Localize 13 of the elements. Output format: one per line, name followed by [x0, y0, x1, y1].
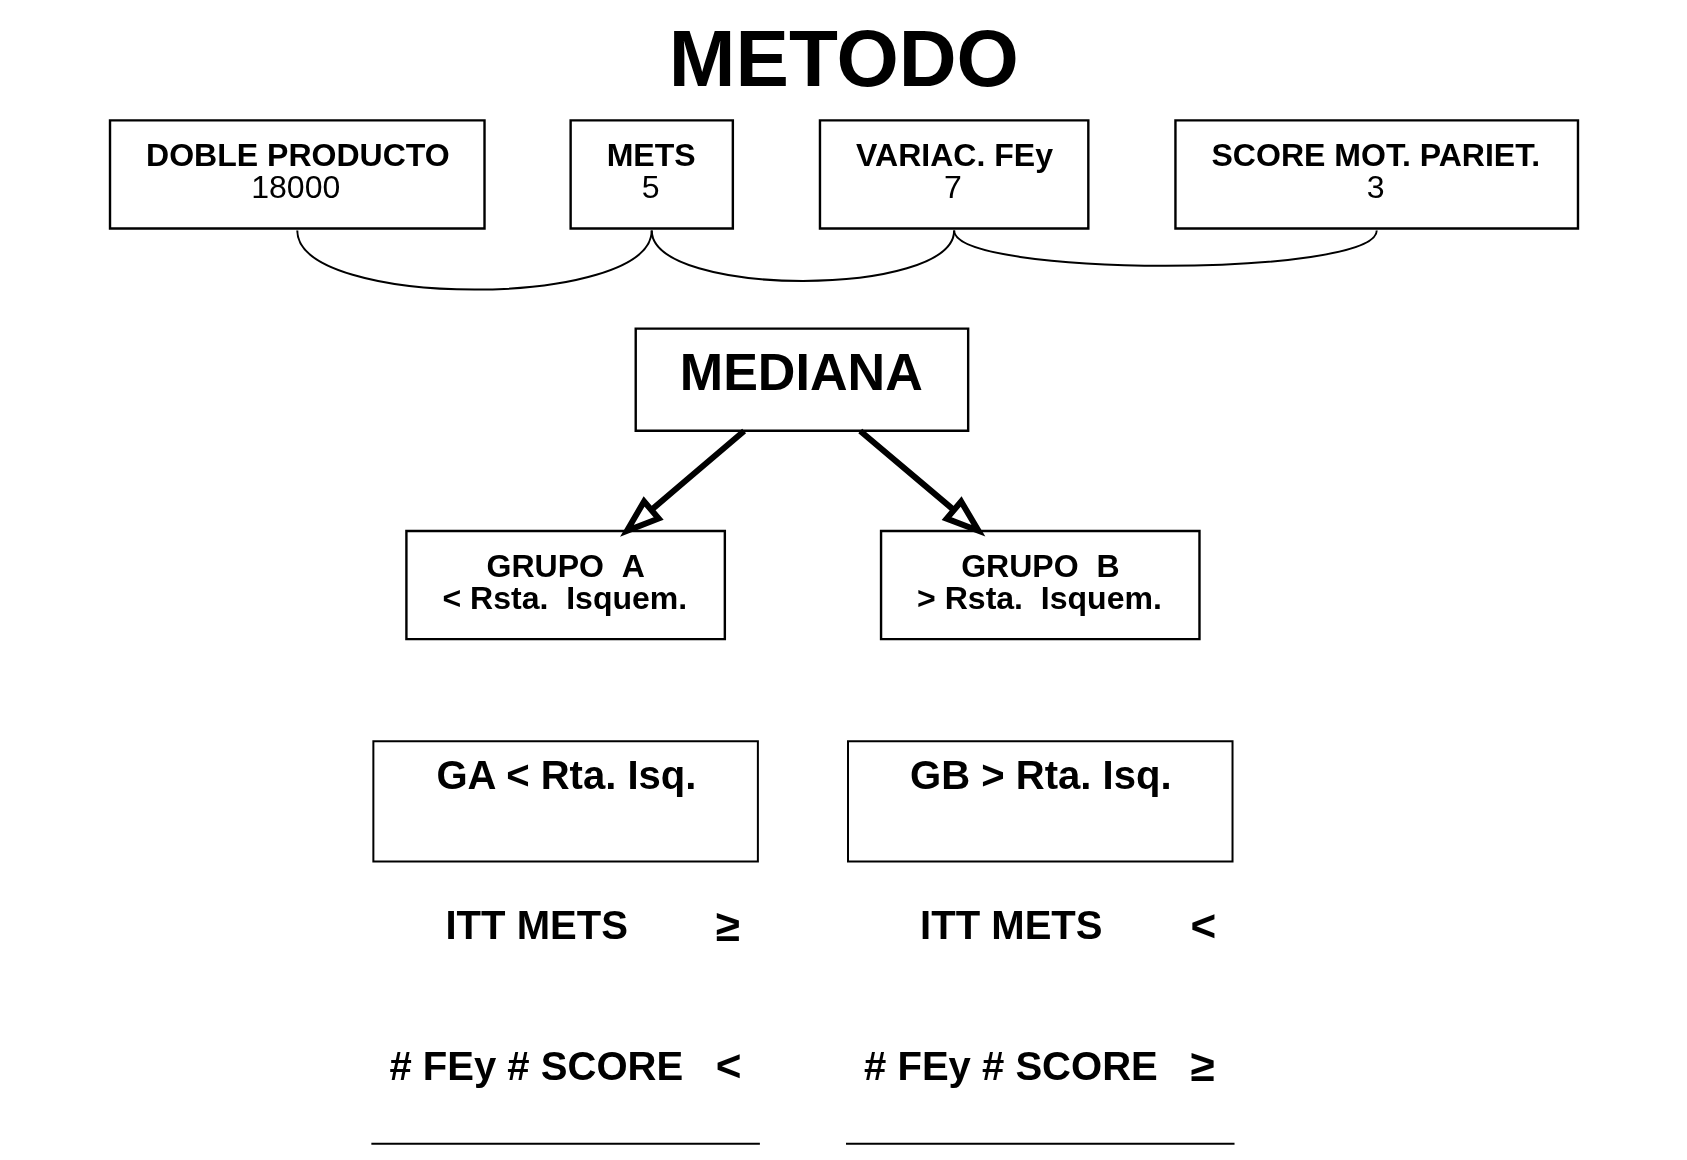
- arrow: [857, 428, 985, 537]
- arrow: [619, 428, 746, 537]
- node-box: GRUPO A < Rsta. Isquem.: [404, 529, 726, 641]
- node-box: SCORE MOT. PARIET. 3: [1173, 119, 1579, 230]
- connector: [650, 229, 955, 282]
- node-box: DOBLE PRODUCTO 18000: [108, 119, 486, 230]
- diagram-title: METODO: [668, 13, 1019, 104]
- connector: [952, 229, 1378, 267]
- node-box: MEDIANA: [634, 327, 969, 432]
- node-box: METS 5: [568, 119, 734, 230]
- node-box: VARIAC. FEy 7: [818, 119, 1090, 230]
- connector: [295, 229, 653, 291]
- node-box: GRUPO B > Rsta. Isquem.: [879, 529, 1201, 641]
